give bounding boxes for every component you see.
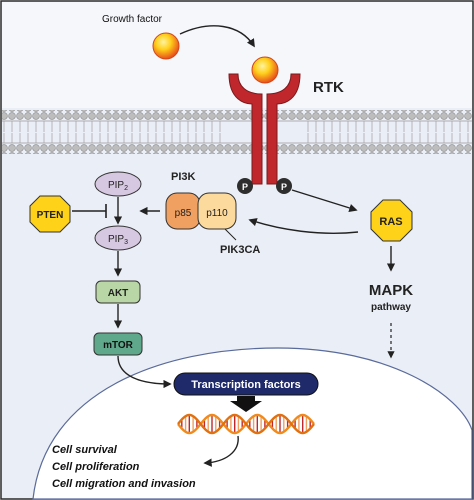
mtor-label: mTOR [103,340,134,351]
transcription-factors-node [173,372,319,396]
p110-label: p110 [206,208,228,219]
ligand-binding-arrow [179,25,255,48]
dna-helix [177,413,315,435]
nucleus [32,347,473,500]
ras-to-pi3k-arrow [248,218,359,234]
mtor-node [93,332,143,356]
ras-node [370,199,413,242]
pten-label: PTEN [37,210,64,221]
akt-label: AKT [108,288,129,299]
pip3-label: PIP3 [108,234,128,246]
pi3k-label: PI3K [171,171,196,183]
phospho-right-label: P [281,182,287,192]
mtor-to-tf-arrow [117,355,172,389]
mapk-label: MAPK [369,282,413,299]
pten-node [29,195,71,233]
pik3ca-leader-line [224,228,237,241]
pip3-main: PIP [108,234,124,245]
p110-subunit [197,192,237,230]
phospho-right [276,178,292,194]
plasma-membrane [2,110,472,154]
dna-to-outcomes-arrow [203,435,239,467]
outcome-cell-survival: Cell survival [52,444,118,456]
rtk-label: RTK [313,79,344,96]
growth-factor-ligand [152,32,180,60]
pip2-sub: 2 [124,185,128,192]
outcome-cell-migration: Cell migration and invasion [52,478,196,490]
ras-label: RAS [379,216,402,228]
bound-growth-factor [251,56,279,84]
pik3ca-label: PIK3CA [220,244,260,256]
pip2-main: PIP [108,180,124,191]
akt-node [95,280,141,304]
mapk-pathway-label: pathway [371,302,411,313]
transcription-factors-label: Transcription factors [191,379,300,391]
growth-factor-label: Growth factor [102,14,163,25]
rtk-to-ras-arrow [291,189,358,213]
p85-label: p85 [175,208,192,219]
phospho-left [237,178,253,194]
pip3-sub: 3 [124,239,128,246]
rtk-receptor [228,73,301,185]
pip2-node [94,171,142,197]
pip2-label: PIP2 [108,180,128,192]
pip3-node [94,225,142,251]
tf-to-dna-arrow [230,396,262,412]
dna-strand [177,413,315,435]
phospho-left-label: P [242,182,248,192]
outcome-cell-proliferation: Cell proliferation [52,461,140,473]
